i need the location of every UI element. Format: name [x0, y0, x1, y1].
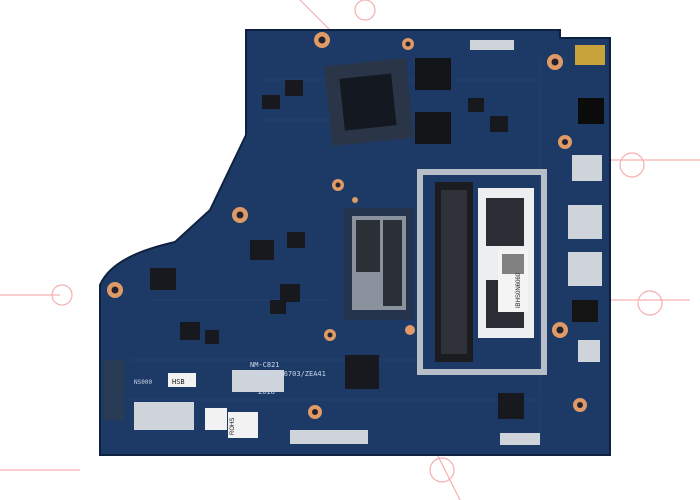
- hdmi-port: [578, 98, 604, 124]
- silk-date: 2018: [258, 388, 275, 396]
- silk-fru: FG5A0/ZC6703/ZEA41: [250, 370, 326, 378]
- barcode-sticker: IBHS0N6060: [498, 250, 528, 312]
- white-label: [205, 408, 227, 430]
- metal-shields: [134, 40, 540, 445]
- usb-c-port: [572, 155, 602, 181]
- usb-port: [568, 205, 602, 239]
- card-reader: [578, 340, 600, 362]
- io-ports: [568, 45, 605, 362]
- mount-hole: [405, 325, 415, 335]
- vram-chip: [415, 112, 451, 144]
- vram-chip: [415, 58, 451, 90]
- white-label: [228, 412, 258, 438]
- silk-model: NM-C821: [250, 361, 280, 369]
- gpu-chip: [324, 57, 414, 147]
- white-label: [104, 360, 124, 420]
- mount-hole: [352, 197, 358, 203]
- audio-jack: [572, 300, 598, 322]
- mounting-holes: [107, 32, 587, 419]
- components: [150, 80, 524, 419]
- silkscreen: NM-C821 FG5A0/ZC6703/ZEA41 REV 2.0 2018 …: [134, 361, 326, 435]
- silk-logo: NS000: [134, 379, 152, 386]
- silk-tag: HSB: [172, 378, 185, 386]
- white-label: [168, 373, 196, 387]
- sticker-bottom-text: ROHS: [230, 418, 236, 435]
- silk-pn: REV 2.0: [250, 379, 280, 387]
- cpu-package: [344, 208, 414, 320]
- barcode-text: IBHS0N6060: [516, 272, 522, 308]
- dc-jack: [575, 45, 605, 65]
- usb-port: [568, 252, 602, 286]
